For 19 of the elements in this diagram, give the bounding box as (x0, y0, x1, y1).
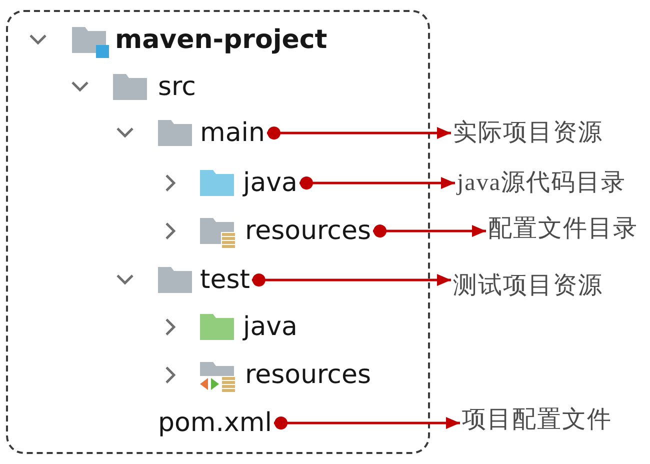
annotation-text: java源代码目录 (457, 168, 626, 198)
folder-name: resources (245, 359, 372, 391)
annotation-text: 配置文件目录 (488, 214, 638, 244)
arrow (267, 126, 451, 140)
folder-name: main (200, 117, 265, 149)
arrow (373, 224, 486, 238)
folder-name: src (158, 71, 196, 103)
annotation-text: 项目配置文件 (462, 405, 612, 435)
arrow (300, 176, 455, 190)
annotation-text: 实际项目资源 (453, 118, 603, 148)
arrow (274, 416, 460, 430)
folder-name: java (243, 167, 298, 199)
file-name: pom.xml (158, 407, 272, 439)
folder-name: test (200, 264, 250, 296)
project-name: maven-project (115, 24, 328, 56)
annotation-text: 测试项目资源 (453, 271, 603, 301)
arrow (252, 274, 451, 286)
folder-name: java (243, 311, 298, 343)
folder-name: resources (245, 215, 372, 247)
